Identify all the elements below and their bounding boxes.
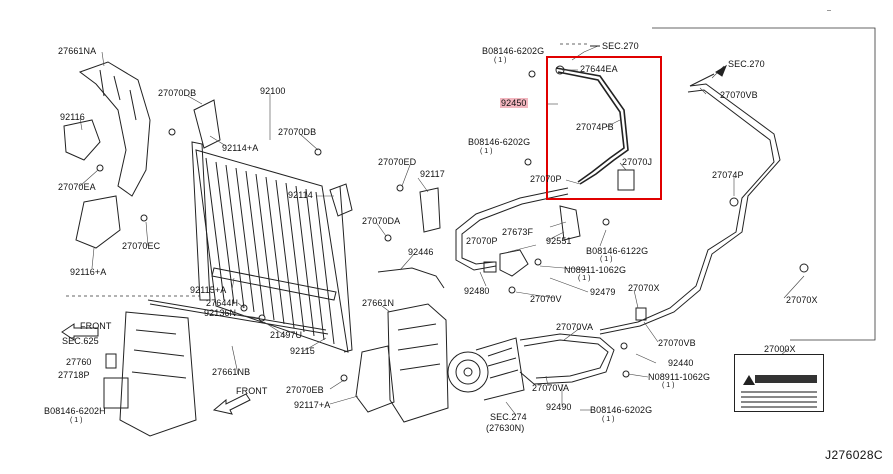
part-label[interactable]: 92115+A <box>190 285 227 295</box>
part-label[interactable]: (27630N) <box>486 423 525 433</box>
part-label[interactable]: 92117 <box>420 169 445 179</box>
label-card-row <box>741 401 817 403</box>
part-label[interactable]: 21497U <box>270 330 303 340</box>
part-label[interactable]: 27070X <box>786 295 818 305</box>
part-label[interactable]: 27070DA <box>362 216 401 226</box>
label-card-row <box>741 406 817 408</box>
part-label[interactable]: 27070EC <box>122 241 161 251</box>
front-arrow-1 <box>61 323 99 341</box>
bracket-92117 <box>419 187 441 233</box>
part-label[interactable]: 27661N <box>362 298 395 308</box>
part-label[interactable]: 27070DB <box>158 88 197 98</box>
part-label[interactable]: B08146-6202G <box>482 46 545 56</box>
quantity-label: ( 1 ) <box>70 417 83 424</box>
part-label[interactable]: 92490 <box>546 402 572 412</box>
front-label: FRONT <box>80 321 112 331</box>
part-label[interactable]: N08911-1062G <box>648 372 711 382</box>
part-label[interactable]: 27070EA <box>58 182 96 192</box>
part-label[interactable]: 92479 <box>590 287 616 297</box>
hose-92480 <box>455 187 569 271</box>
warning-triangle-icon <box>743 375 755 385</box>
section-ref[interactable]: SEC.274 <box>490 412 527 422</box>
part-label[interactable]: 27070X <box>628 283 660 293</box>
front-label: FRONT <box>236 386 268 396</box>
part-label[interactable]: 27074P <box>712 170 744 180</box>
part-label[interactable]: B08146-6202H <box>44 406 106 416</box>
part-label[interactable]: 27644H <box>206 298 239 308</box>
label-card-row <box>741 391 817 393</box>
part-label[interactable]: B08146-6122G <box>586 246 649 256</box>
quantity-label: ( 1 ) <box>480 148 493 155</box>
condenser-92100 <box>195 149 349 353</box>
section-ref[interactable]: SEC.270 <box>728 59 765 69</box>
part-label[interactable]: 27661NA <box>58 46 97 56</box>
part-label[interactable]: 27661NB <box>212 367 251 377</box>
quantity-label: ( 1 ) <box>600 256 613 263</box>
corner-mark <box>827 10 831 11</box>
part-label[interactable]: 27070P <box>466 236 498 246</box>
part-label[interactable]: 27070V <box>530 294 562 304</box>
part-label[interactable]: 92440 <box>668 358 694 368</box>
part-label[interactable]: N08911-1062G <box>564 265 627 275</box>
compressor-27630n <box>447 337 525 401</box>
lower-panel <box>119 311 197 437</box>
highlighted-part-label[interactable]: 92450 <box>500 98 528 108</box>
part-label[interactable]: 92114+A <box>222 143 259 153</box>
part-label[interactable]: B08146-6202G <box>590 405 653 415</box>
hose-92490 <box>519 333 615 385</box>
quantity-label: ( 1 ) <box>578 275 591 282</box>
shroud-27661na <box>78 61 151 197</box>
part-label[interactable]: 27718P <box>58 370 90 380</box>
diagram-id: J276028C <box>825 448 883 462</box>
part-label[interactable]: 92136N <box>204 308 237 318</box>
part-label[interactable]: 92117+A <box>294 400 331 410</box>
front-arrow-2 <box>212 393 251 415</box>
part-label[interactable]: 27070P <box>530 174 562 184</box>
part-label[interactable]: 27070DB <box>278 127 317 137</box>
part-label[interactable]: 92114 <box>288 190 313 200</box>
part-label[interactable]: 27000X <box>764 344 796 354</box>
part-label[interactable]: 27070VA <box>532 383 570 393</box>
part-label[interactable]: 27644EA <box>580 64 618 74</box>
duct-27661n <box>387 303 449 423</box>
bracket-92114 <box>329 183 353 217</box>
label-card-row <box>741 396 817 398</box>
part-label[interactable]: SEC.625 <box>62 336 99 346</box>
label-card-header <box>755 375 817 383</box>
part-label[interactable]: B08146-6202G <box>468 137 531 147</box>
bracket-92116 <box>63 119 101 161</box>
part-label[interactable]: 27070VB <box>658 338 696 348</box>
pipe-92450 <box>555 67 629 185</box>
quantity-label: ( 1 ) <box>662 382 675 389</box>
part-label[interactable]: 92116+A <box>70 267 107 277</box>
part-label[interactable]: 92551 <box>546 236 572 246</box>
part-label[interactable]: 92480 <box>464 286 490 296</box>
part-label[interactable]: 92115 <box>290 346 315 356</box>
quantity-label: ( 1 ) <box>494 57 507 64</box>
section-ref[interactable]: SEC.270 <box>602 41 639 51</box>
pipe-92446 <box>377 267 445 289</box>
part-label[interactable]: 27673F <box>502 227 534 237</box>
part-label[interactable]: 92100 <box>260 86 286 96</box>
part-label[interactable]: 27760 <box>66 357 92 367</box>
bracket-92116a <box>75 195 121 249</box>
pipe-92440 <box>599 83 781 335</box>
part-label[interactable]: 27074PB <box>576 122 614 132</box>
part-label[interactable]: 92446 <box>408 247 434 257</box>
part-label[interactable]: 27070VA <box>556 322 594 332</box>
part-label[interactable]: 27070J <box>622 157 653 167</box>
part-label[interactable]: 92116 <box>60 112 85 122</box>
bracket-27070db <box>193 99 221 149</box>
duct-27070eb <box>355 345 395 413</box>
part-label[interactable]: 27070VB <box>720 90 758 100</box>
quantity-label: ( 1 ) <box>602 416 615 423</box>
highlight-92450-frame <box>546 56 662 200</box>
part-label[interactable]: 27070ED <box>378 157 417 167</box>
label-card-27000x <box>734 354 824 412</box>
part-label[interactable]: 27070EB <box>286 385 324 395</box>
